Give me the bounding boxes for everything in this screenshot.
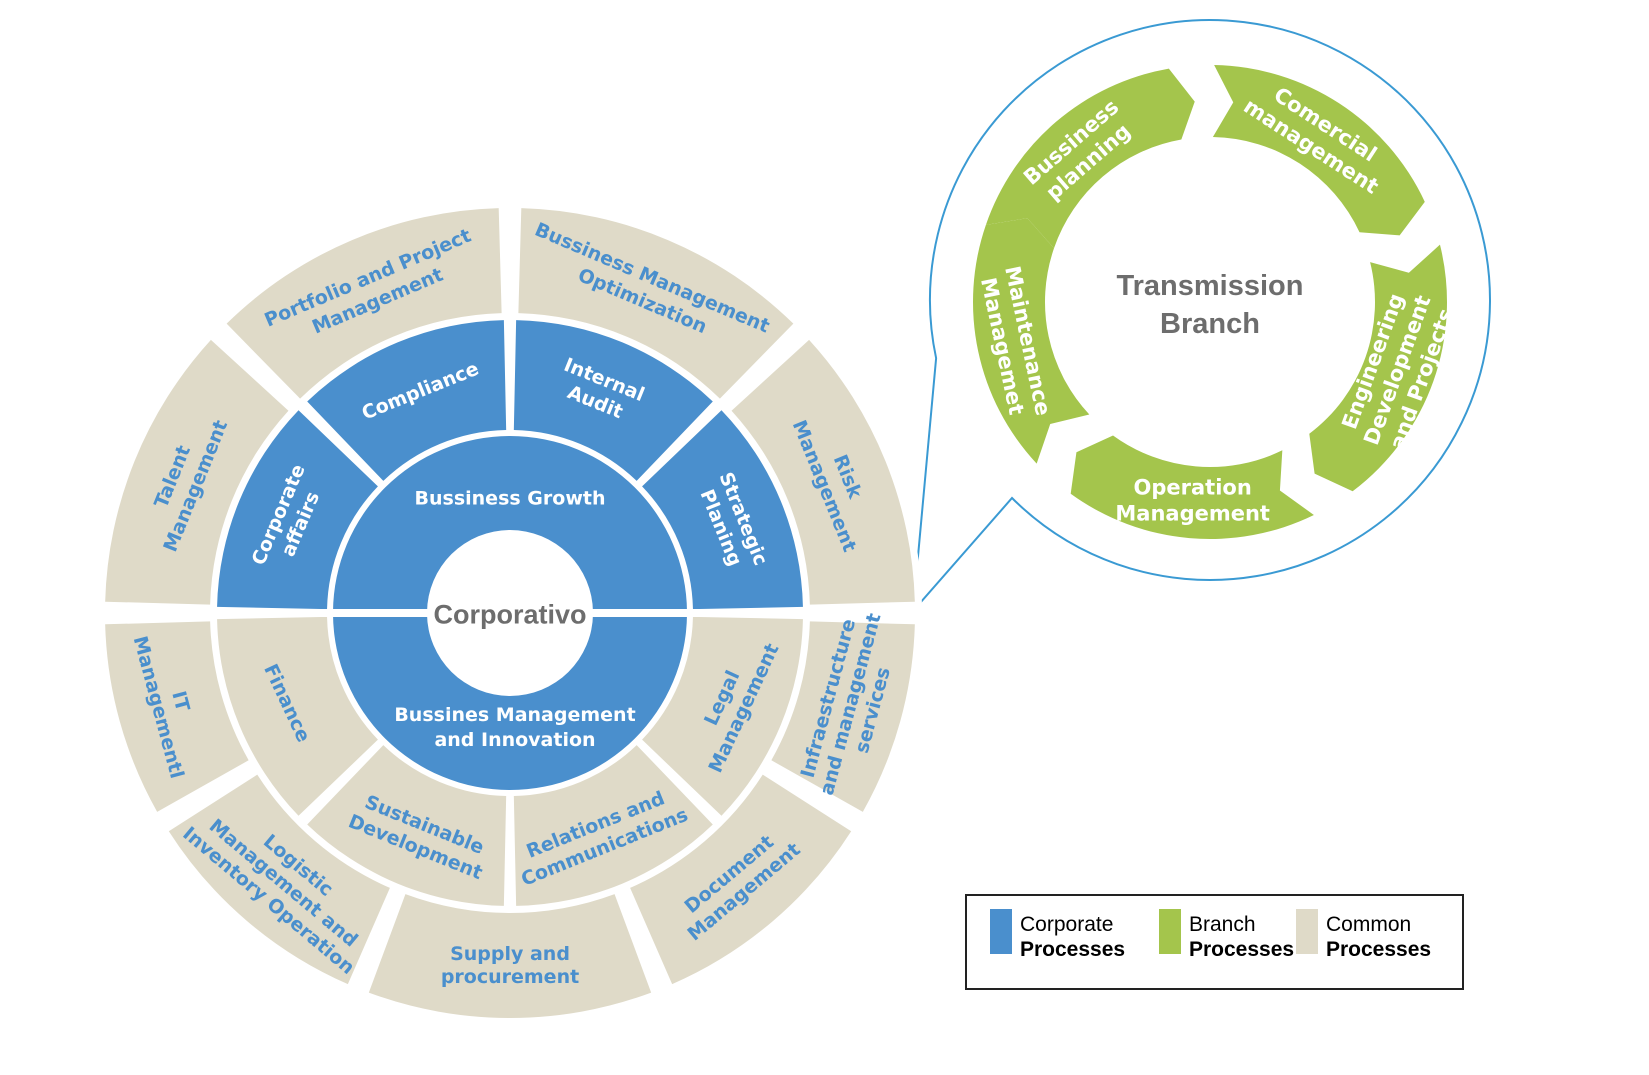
- outer-bottom-label-line: Supply and: [450, 943, 570, 965]
- legend-swatch: [990, 909, 1012, 954]
- legend-label-bold: Processes: [1189, 938, 1294, 961]
- core-top-label-text: Bussiness Growth: [415, 488, 606, 510]
- middle-segment: [513, 745, 713, 906]
- branch-arrow: [1309, 244, 1447, 492]
- core-bottom-label-line: and Innovation: [434, 729, 595, 751]
- outer-segment: [226, 208, 502, 399]
- middle-segment: [513, 320, 713, 481]
- branch-arrow: [985, 68, 1195, 249]
- outer-segment: [105, 339, 289, 605]
- outer-segment: [518, 208, 794, 399]
- middle-top-label: InternalAudit: [552, 354, 648, 428]
- middle-segment: [217, 410, 378, 610]
- core-bottom-label-text: Bussines Management and Innovation: [394, 704, 635, 751]
- middle-segment: [642, 616, 803, 816]
- legend-label: Common: [1326, 913, 1411, 936]
- legend-box: [965, 894, 1464, 990]
- outer-bottom-label-line: procurement: [441, 966, 579, 988]
- branch-arrow: [1070, 435, 1314, 539]
- middle-segment: [217, 616, 378, 816]
- core-top-label-line: Bussiness Growth: [415, 488, 606, 510]
- legend-label: Branch: [1189, 913, 1256, 936]
- core-top-label: Bussiness Growth: [415, 488, 606, 510]
- center-label: Corporativo: [433, 599, 586, 629]
- legend-label-bold: Processes: [1326, 938, 1431, 961]
- core-bottom-label: Bussines Management and Innovation: [394, 704, 635, 751]
- middle-segment: [642, 410, 803, 610]
- branch-arrow: [972, 218, 1090, 464]
- branch-title-line: Transmission: [1117, 270, 1304, 302]
- legend-swatch: [1296, 909, 1318, 954]
- outer-segment: [771, 621, 915, 812]
- middle-segment: [307, 745, 507, 906]
- core-top-segment: [333, 435, 687, 613]
- wheel-divider: [98, 609, 922, 617]
- center-label-line: Corporativo: [433, 599, 586, 629]
- middle-segment: [307, 320, 507, 481]
- core-bottom-label-line: Bussines Management: [394, 704, 635, 726]
- branch-arrow-label-line: Management: [1115, 502, 1270, 526]
- center-label-text: Corporativo: [433, 599, 586, 629]
- outer-segment: [168, 774, 390, 985]
- legend-swatch: [1159, 909, 1181, 954]
- core-bottom-segment: [333, 613, 687, 791]
- middle-top-label-text: InternalAudit: [552, 354, 648, 428]
- branch-arrow-label-line: Operation: [1134, 476, 1252, 500]
- outer-segment: [368, 894, 652, 1018]
- outer-segment: [731, 339, 915, 605]
- legend-label-bold: Processes: [1020, 938, 1125, 961]
- branch-title-line: Branch: [1160, 308, 1260, 340]
- legend-label: Corporate: [1020, 913, 1113, 936]
- branch-arrow: [1212, 65, 1425, 236]
- legend: CorporateProcessesBranchProcessesCommonP…: [965, 894, 1464, 990]
- outer-segment: [630, 774, 852, 985]
- outer-segment: [105, 621, 249, 812]
